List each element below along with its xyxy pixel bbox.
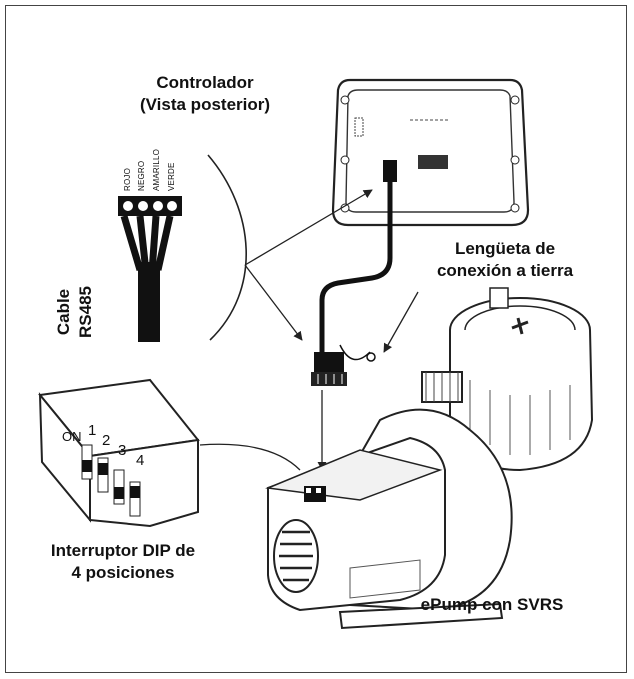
dip-label: Interruptor DIP de 4 posiciones — [18, 540, 228, 584]
ground-label-line1: Lengüeta de — [454, 239, 556, 258]
ground-wire — [339, 344, 371, 361]
arrow-to-plug — [244, 264, 303, 341]
dip-position-2: 2 — [102, 432, 111, 449]
controller-label-line2: (Vista posterior) — [139, 95, 271, 114]
controller-icon — [331, 78, 530, 227]
pump-icon — [265, 287, 594, 630]
arrow-ground — [383, 291, 419, 353]
cable-label-line2: RS485 — [76, 286, 95, 338]
controller-label-line1: Controlador — [156, 73, 254, 92]
dip-switch-icon — [38, 378, 200, 528]
dip-label-line1: Interruptor DIP de — [50, 541, 196, 560]
dip-on-label: ON — [62, 429, 82, 444]
wire-label-negro: NEGRO — [137, 160, 146, 191]
wire-label-amarillo: AMARILLO — [152, 148, 161, 191]
dip-position-1: 1 — [88, 422, 97, 439]
wire-label-verde: VERDE — [167, 162, 176, 191]
wire-label-rojo: ROJO — [123, 167, 132, 191]
dip-label-line2: 4 posiciones — [71, 563, 175, 582]
pump-label: ePump con SVRS — [420, 595, 564, 614]
dip-position-4: 4 — [136, 452, 145, 469]
ground-label-line2: conexión a tierra — [436, 261, 574, 280]
arrow-to-controller — [244, 189, 373, 266]
plug-icon — [311, 352, 347, 386]
controller-cable — [319, 182, 393, 352]
ground-label: Lengüeta de conexión a tierra — [405, 238, 605, 282]
cable-label-line1: Cable — [54, 288, 73, 336]
dip-position-3: 3 — [118, 442, 127, 459]
separator-curve — [207, 154, 247, 341]
dip-leader-line — [199, 443, 301, 471]
rs485-connector-icon — [118, 196, 182, 342]
cable-label: Cable RS485 — [53, 257, 97, 367]
controller-label: Controlador (Vista posterior) — [120, 72, 290, 116]
